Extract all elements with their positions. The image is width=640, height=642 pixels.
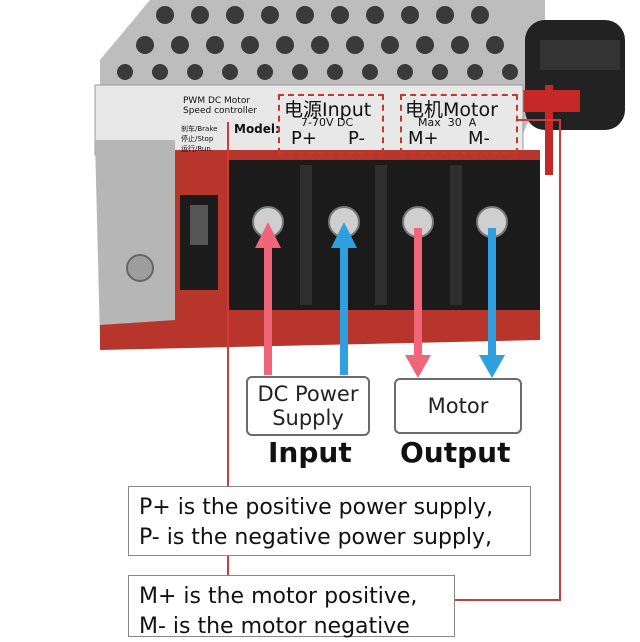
dc-power-line2: Supply: [272, 406, 344, 430]
side-bracket: [95, 140, 175, 340]
input-heading: Input: [268, 436, 352, 469]
terminal-label-p-minus: P-: [348, 128, 365, 149]
input-terminal-frame: [278, 94, 384, 154]
p-plus-arrow: [255, 222, 281, 375]
panel-model-label: Model:: [234, 122, 280, 136]
motor-box-label: Motor: [427, 394, 489, 418]
terminal-label-m-plus: M+: [408, 128, 439, 149]
dc-power-supply-box: DC Power Supply: [246, 376, 370, 436]
motor-group-title: 电机Motor: [405, 99, 498, 121]
terminal-dividers: [300, 165, 462, 305]
m-minus-arrow: [479, 228, 505, 378]
motor-box: Motor: [394, 378, 522, 434]
motor-terminal-frame: [400, 94, 518, 154]
panel-title-line2: Speed controller: [183, 106, 258, 116]
output-heading: Output: [400, 436, 511, 469]
power-note-line2: P- is the negative power supply,: [139, 525, 493, 550]
leader-line-motor: [455, 119, 561, 601]
input-voltage-rating: 7-70V DC: [301, 116, 354, 129]
vent-holes: [117, 6, 518, 80]
dc-power-line1: DC Power: [257, 382, 359, 406]
motor-note-line1: M+ is the motor positive,: [139, 584, 418, 609]
terminal-label-p-plus: P+: [291, 128, 317, 149]
panel-stop-label: 停止/Stop: [181, 135, 214, 143]
speed-knob: [520, 20, 625, 175]
motor-current-rating: Max 30 A: [418, 116, 477, 129]
terminal-label-m-minus: M-: [468, 128, 491, 149]
p-minus-arrow: [331, 222, 357, 375]
panel-run-label: 运行/Run: [181, 145, 211, 153]
input-group-title: 电源Input: [284, 99, 372, 121]
motor-terminal-note: M+ is the motor positive, M- is the moto…: [128, 575, 455, 639]
panel-title-line1: PWM DC Motor: [183, 96, 251, 106]
motor-note-line2: M- is the motor negative: [139, 614, 410, 639]
switch-lever: [190, 205, 208, 245]
panel-brake-label: 刹车/Brake: [181, 125, 218, 133]
power-note-line1: P+ is the positive power supply,: [139, 495, 494, 520]
m-plus-arrow: [405, 228, 431, 378]
bracket-screw: [126, 254, 154, 282]
power-terminal-note: P+ is the positive power supply, P- is t…: [128, 486, 531, 556]
